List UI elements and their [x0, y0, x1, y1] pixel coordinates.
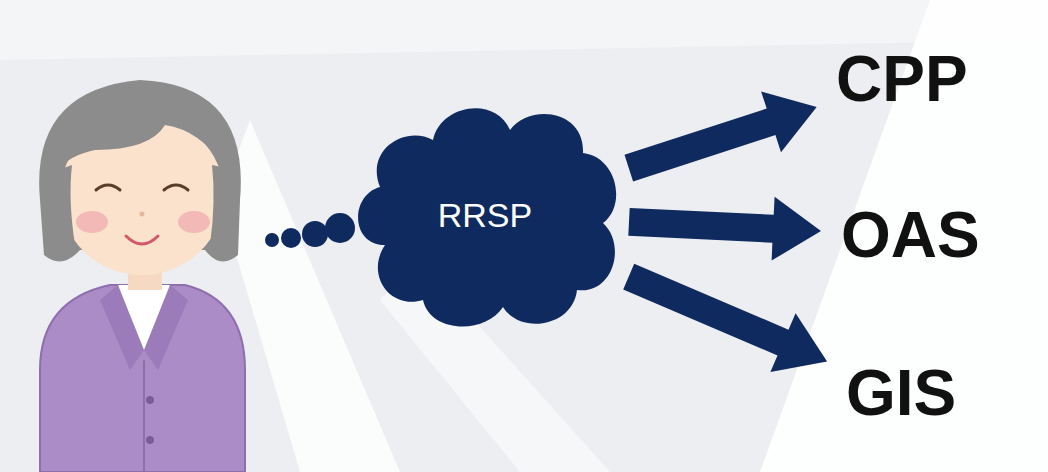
thought-bubble: [265, 233, 279, 247]
benefit-text: GIS: [846, 358, 956, 428]
thought-bubble: [281, 228, 301, 248]
block-arrow: [628, 197, 821, 261]
thought-bubble: [302, 221, 328, 247]
block-arrow: [625, 91, 817, 181]
thought-bubble: [325, 213, 355, 243]
block-arrow: [623, 264, 827, 372]
cloud-outline: [358, 108, 616, 326]
benefit-text: OAS: [841, 200, 980, 270]
benefit-label: OAS: [835, 198, 986, 272]
benefit-label: GIS: [840, 356, 962, 430]
cloud-text: RRSP: [438, 196, 532, 235]
benefit-text: CPP: [836, 44, 968, 114]
cloud-node: RRSP: [345, 95, 625, 335]
benefit-label: CPP: [830, 42, 974, 116]
